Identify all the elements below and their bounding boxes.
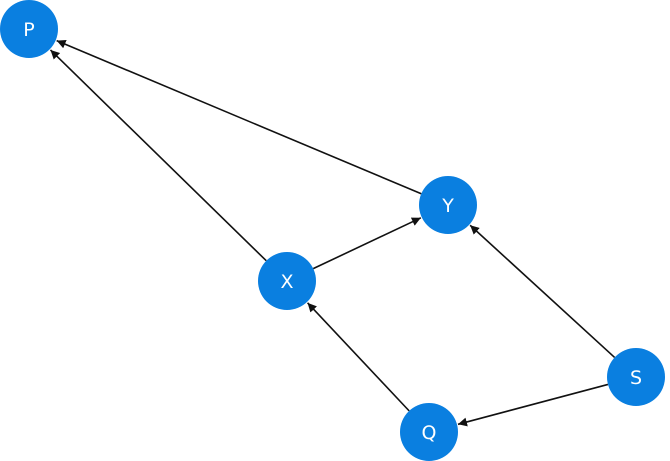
node-y-circle (419, 176, 477, 234)
node-p[interactable]: P (0, 0, 58, 58)
node-x-circle (258, 252, 316, 310)
node-x[interactable]: X (258, 252, 316, 310)
node-q-circle (400, 403, 458, 461)
edge-y-to-p (56, 39, 422, 195)
node-x-label: X (280, 271, 293, 293)
edge-x-to-y (312, 217, 422, 270)
edges (49, 39, 616, 427)
node-y[interactable]: Y (419, 176, 477, 234)
edge-s-to-y (469, 224, 616, 359)
node-s-circle (607, 348, 665, 406)
node-s[interactable]: S (607, 348, 665, 406)
node-q-label: Q (422, 422, 437, 444)
node-p-label: P (23, 19, 34, 41)
edge-q-to-x (306, 302, 410, 412)
edge-s-to-q (457, 383, 609, 427)
edge-x-to-p (49, 49, 267, 262)
node-y-label: Y (441, 195, 454, 217)
node-s-label: S (630, 367, 642, 389)
node-p-circle (0, 0, 58, 58)
node-q[interactable]: Q (400, 403, 458, 461)
